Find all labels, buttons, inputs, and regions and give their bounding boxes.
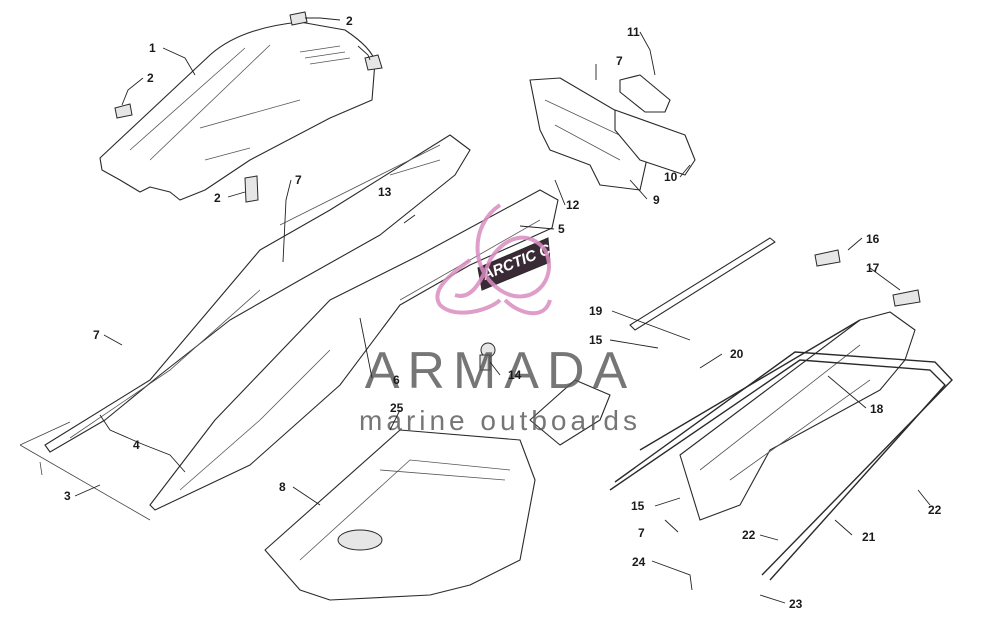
part-grab-handle — [619, 74, 671, 113]
part-rear-bumper — [529, 77, 651, 191]
callout-20: 20 — [730, 347, 744, 361]
callout-22-left: 22 — [742, 528, 756, 542]
callout-5: 5 — [558, 222, 565, 236]
callout-21: 21 — [862, 530, 876, 544]
part-flap — [614, 109, 696, 176]
callout-16: 16 — [866, 232, 880, 246]
callout-2-left: 2 — [147, 71, 154, 85]
callout-6: 6 — [393, 373, 400, 387]
leader-lines — [74, 17, 931, 604]
callout-7-left: 7 — [295, 173, 302, 187]
watermark-brand: ARMADA — [365, 342, 635, 400]
part-small-decals — [814, 249, 921, 307]
watermark-tagline: marine outboards — [359, 405, 641, 436]
callout-19: 19 — [589, 304, 603, 318]
callout-11: 11 — [627, 25, 640, 39]
part-bracket — [529, 379, 611, 446]
callout-7-far-left: 7 — [93, 328, 100, 342]
callout-3: 3 — [64, 489, 71, 503]
callout-13: 13 — [378, 185, 392, 199]
part-seat-cover — [99, 21, 376, 201]
part-bumper-bar — [609, 319, 953, 581]
callout-15-bottom: 15 — [631, 499, 645, 513]
callout-17: 17 — [866, 261, 880, 275]
part-tunnel-cover — [679, 311, 916, 521]
callout-18: 18 — [870, 402, 884, 416]
part-storage-tub — [264, 429, 536, 601]
callout-4: 4 — [133, 438, 140, 452]
callout-7-top: 7 — [616, 54, 623, 68]
callout-2-top: 2 — [346, 14, 353, 28]
part-strip — [629, 237, 776, 331]
callout-7-bottom: 7 — [638, 526, 645, 540]
callout-10: 10 — [664, 170, 678, 184]
callout-2-bottom: 2 — [214, 191, 221, 205]
callout-9: 9 — [653, 193, 660, 207]
watermark: ARMADA marine outboards — [359, 203, 641, 436]
part-fitting — [479, 342, 496, 371]
callout-labels: 1 2 2 2 3 4 5 6 7 7 7 7 8 9 10 11 12 13 … — [64, 14, 942, 611]
part-side-panel-left — [44, 134, 471, 453]
callout-23: 23 — [789, 597, 803, 611]
callout-24: 24 — [632, 555, 646, 569]
callout-25: 25 — [390, 401, 404, 415]
callout-14: 14 — [508, 368, 522, 382]
callout-15-top: 15 — [589, 333, 603, 347]
callout-8: 8 — [279, 480, 286, 494]
callout-1: 1 — [149, 41, 156, 55]
callout-22-right: 22 — [928, 503, 942, 517]
callout-12: 12 — [566, 198, 580, 212]
part-kit-outline — [19, 421, 151, 521]
